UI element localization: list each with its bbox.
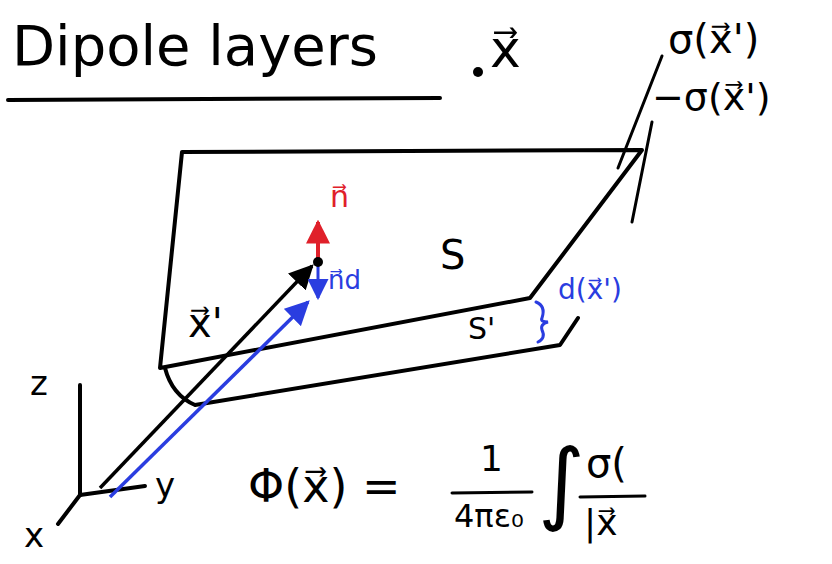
field-point-label: x⃗ (490, 20, 521, 80)
nd-vector (317, 266, 320, 298)
title: Dipole layers (12, 14, 378, 78)
axis-label: y (155, 466, 175, 505)
leader-line (632, 122, 652, 222)
equation-term: 1 (480, 438, 503, 479)
surface-label: S (440, 232, 465, 278)
fraction-bar (580, 496, 645, 497)
normal-vector (316, 222, 320, 260)
title-underline (8, 98, 440, 100)
x-axis (58, 495, 80, 524)
axis-label: x (24, 516, 44, 555)
source-point (313, 257, 323, 267)
upper-surface (160, 150, 642, 368)
equation-term: |x⃗ (584, 502, 617, 543)
z-axis (78, 385, 82, 495)
field-point (473, 67, 483, 77)
fraction-bar (452, 492, 532, 493)
equation-term: σ( (586, 440, 627, 486)
axis-label: z (30, 364, 48, 403)
surface-label: S' (468, 312, 495, 347)
equation-term: 4πε₀ (454, 498, 524, 535)
thickness-label: d(x⃗') (558, 274, 622, 306)
offset-label: n⃗d (328, 266, 361, 296)
normal-label: n⃗ (330, 180, 349, 215)
equation-term: Φ(x⃗) = (248, 460, 401, 513)
charge-density-label: −σ(x⃗') (652, 76, 771, 120)
charge-density-label: σ(x⃗') (668, 16, 759, 62)
position-vector (100, 266, 312, 488)
equation-term: ∫ (538, 430, 585, 534)
thickness-brace (536, 302, 548, 342)
vector-label: x⃗' (188, 300, 223, 346)
